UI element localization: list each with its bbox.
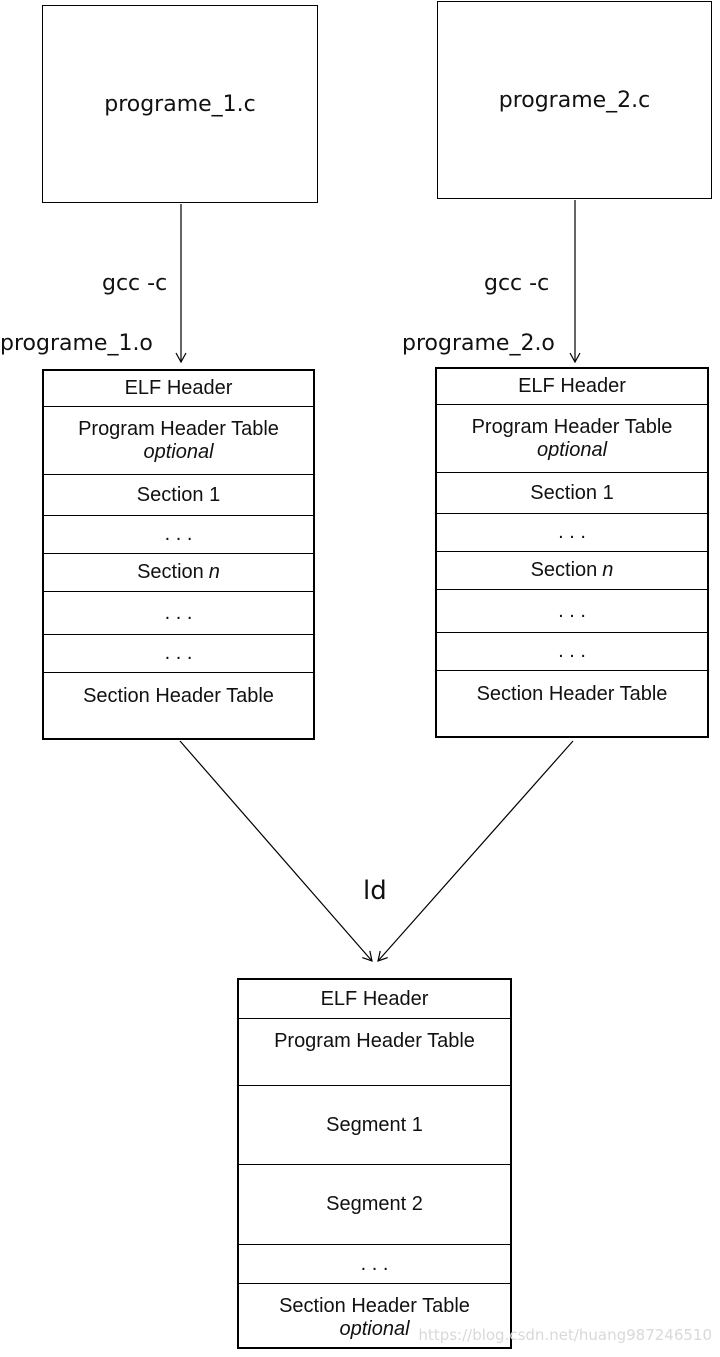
row-elf-header: ELF Header bbox=[320, 987, 429, 1010]
row-program-header-table: Program Header Table optional bbox=[44, 406, 313, 474]
watermark-text: https://blog.csdn.net/huang987246510 bbox=[418, 1326, 712, 1344]
row-dots: . . . bbox=[44, 634, 313, 672]
object-file-name-2: programe_2.o bbox=[402, 331, 555, 356]
row-section-header-table: Section Header Table bbox=[44, 672, 313, 738]
row-section-header-table: Section Header Table bbox=[437, 670, 707, 736]
row-segment-2: Segment 2 bbox=[239, 1164, 510, 1244]
row-dots: . . . bbox=[44, 515, 313, 553]
row-elf-header: ELF Header bbox=[518, 375, 626, 397]
row-section-1: Section 1 bbox=[437, 472, 707, 513]
gcc-command-label-2: gcc -c bbox=[484, 271, 550, 296]
executable-box: ELF Header Program Header Table Segment … bbox=[237, 978, 512, 1349]
row-dots: . . . bbox=[44, 591, 313, 634]
source-file-box-1: programe_1.c bbox=[42, 5, 318, 203]
row-dots: . . . bbox=[437, 632, 707, 670]
source-file-box-2: programe_2.c bbox=[437, 1, 712, 199]
row-dots: . . . bbox=[239, 1244, 510, 1283]
row-dots: . . . bbox=[437, 589, 707, 632]
link-arrow-1 bbox=[179, 740, 373, 962]
row-section-1: Section 1 bbox=[44, 474, 313, 515]
row-section-n: Section n bbox=[44, 553, 313, 591]
row-elf-header: ELF Header bbox=[124, 377, 233, 399]
row-program-header-table: Program Header Table bbox=[239, 1018, 510, 1085]
object-file-box-2: ELF Header Program Header Table optional… bbox=[435, 367, 709, 738]
linker-label: ld bbox=[363, 876, 387, 906]
object-file-name-1: programe_1.o bbox=[0, 331, 153, 356]
link-arrow-2 bbox=[377, 740, 574, 962]
gcc-command-label-1: gcc -c bbox=[102, 271, 168, 296]
source-file-label-2: programe_2.c bbox=[498, 87, 651, 113]
row-program-header-table: Program Header Table optional bbox=[437, 404, 707, 472]
row-section-header-table: Section Header Table optional bbox=[239, 1283, 510, 1351]
object-file-box-1: ELF Header Program Header Table optional… bbox=[42, 369, 315, 740]
row-segment-1: Segment 1 bbox=[239, 1085, 510, 1164]
source-file-label-1: programe_1.c bbox=[104, 91, 256, 117]
row-section-n: Section n bbox=[437, 551, 707, 589]
row-dots: . . . bbox=[437, 513, 707, 551]
